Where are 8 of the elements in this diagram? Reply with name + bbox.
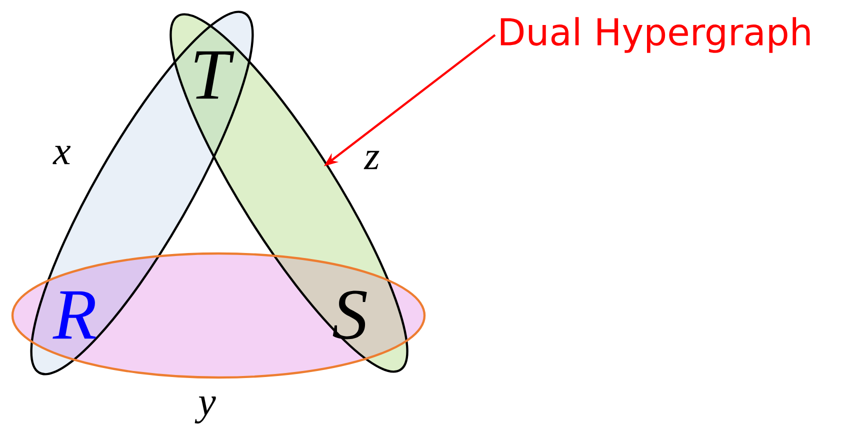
- hyperedge-label: z: [364, 150, 380, 170]
- vertex-letter: T: [194, 51, 234, 99]
- vertex-letter: S: [332, 290, 367, 340]
- hyperedge-label: x: [52, 146, 71, 164]
- vertex-letter: R: [52, 291, 96, 339]
- hyperedge-ellipse: [11, 252, 426, 379]
- hyperedge-label: y: [194, 396, 216, 424]
- annotation-text: Dual Hypergraph: [500, 17, 810, 53]
